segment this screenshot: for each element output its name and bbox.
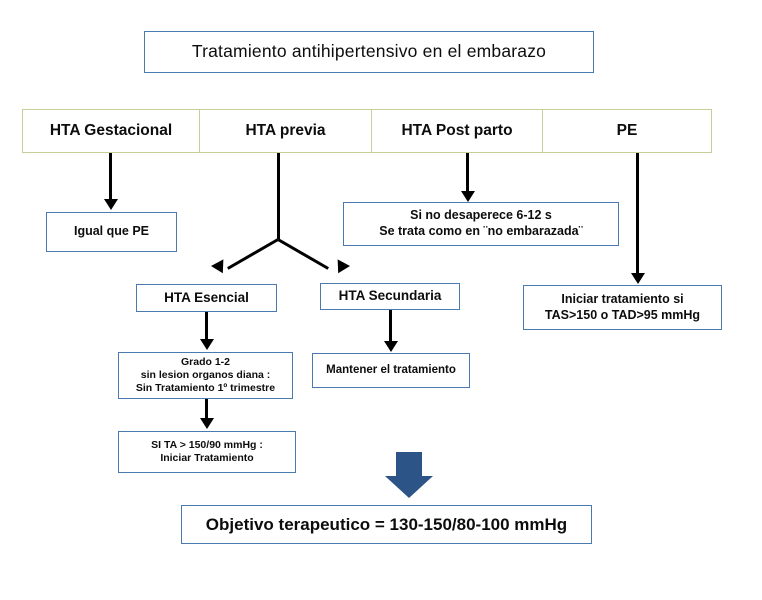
connector-previa-branch-right xyxy=(277,238,329,270)
category-cell-pe[interactable]: PE xyxy=(616,122,638,139)
category-cell-hta-gestacional[interactable]: HTA Gestacional xyxy=(23,110,200,152)
category-row: HTA Gestacional HTA previa HTA Post part… xyxy=(22,109,712,153)
box-si-ta-150-90: SI TA > 150/90 mmHg : Iniciar Tratamient… xyxy=(118,431,296,473)
box-si-no-desaparece-line2: Se trata como en ¨no embarazada¨ xyxy=(379,224,583,238)
box-si-ta-150-90-line1: SI TA > 150/90 mmHg : xyxy=(151,438,263,451)
box-hta-secundaria-line1: HTA Secundaria xyxy=(338,288,442,304)
connector-gestacional-vertical xyxy=(109,153,112,201)
box-si-ta-150-90-line2: Iniciar Tratamiento xyxy=(160,452,254,464)
big-down-arrow-head xyxy=(385,476,433,498)
box-hta-esencial: HTA Esencial xyxy=(136,284,277,312)
box-iniciar-tratamiento-pe: Iniciar tratamiento si TAS>150 o TAD>95 … xyxy=(523,285,722,330)
box-hta-secundaria: HTA Secundaria xyxy=(320,283,460,310)
box-si-no-desaparece-line1: Si no desaperece 6-12 s xyxy=(410,208,552,223)
box-iniciar-tratamiento-pe-line2: TAS>150 o TAD>95 mmHg xyxy=(544,307,701,322)
connector-grado-vertical xyxy=(205,399,208,420)
chart-title-text: Tratamiento antihipertensivo en el embar… xyxy=(191,41,547,62)
category-cell-hta-post-parto[interactable]: HTA Post parto xyxy=(372,110,543,152)
box-igual-que-pe-line1: Igual que PE xyxy=(73,224,149,239)
connector-pe-arrowhead xyxy=(630,273,645,284)
big-down-arrow-icon xyxy=(385,452,433,498)
box-iniciar-tratamiento-pe-line1: Iniciar tratamiento si xyxy=(561,291,684,306)
connector-pe-vertical xyxy=(636,153,639,275)
connector-secundaria-arrowhead xyxy=(383,341,398,352)
chart-title-box: Tratamiento antihipertensivo en el embar… xyxy=(144,31,594,73)
box-objetivo-terapeutico-line1: Objetivo terapeutico = 130-150/80-100 mm… xyxy=(205,514,568,534)
box-grado-1-2: Grado 1-2 sin lesion organos diana : Sin… xyxy=(118,352,293,399)
connector-esencial-vertical xyxy=(205,312,208,341)
connector-postparto-arrowhead xyxy=(460,191,475,202)
box-objetivo-terapeutico: Objetivo terapeutico = 130-150/80-100 mm… xyxy=(181,505,592,544)
connector-esencial-arrowhead xyxy=(199,339,214,350)
connector-previa-vertical xyxy=(277,153,280,239)
category-cell-hta-previa[interactable]: HTA previa xyxy=(200,110,372,152)
box-igual-que-pe: Igual que PE xyxy=(46,212,177,252)
connector-secundaria-vertical xyxy=(389,310,392,343)
box-mantener-el-tratamiento: Mantener el tratamiento xyxy=(312,353,470,388)
box-grado-1-2-line2: sin lesion organos diana : xyxy=(140,368,271,381)
box-grado-1-2-line1: Grado 1-2 xyxy=(180,355,230,368)
box-hta-esencial-line1: HTA Esencial xyxy=(164,289,249,305)
connector-grado-arrowhead xyxy=(199,418,214,429)
connector-previa-branch-left-arrowhead xyxy=(211,259,229,277)
box-mantener-el-tratamiento-line1: Mantener el tratamiento xyxy=(326,364,456,377)
connector-previa-branch-left xyxy=(227,238,279,270)
connector-postparto-vertical xyxy=(466,153,469,193)
box-grado-1-2-line3: Sin Tratamiento 1º trimestre xyxy=(135,382,276,395)
big-down-arrow-shaft xyxy=(396,452,422,477)
connector-previa-branch-right-arrowhead xyxy=(332,259,350,277)
box-si-no-desaparece: Si no desaperece 6-12 s Se trata como en… xyxy=(343,202,619,246)
connector-gestacional-arrowhead xyxy=(103,199,118,210)
